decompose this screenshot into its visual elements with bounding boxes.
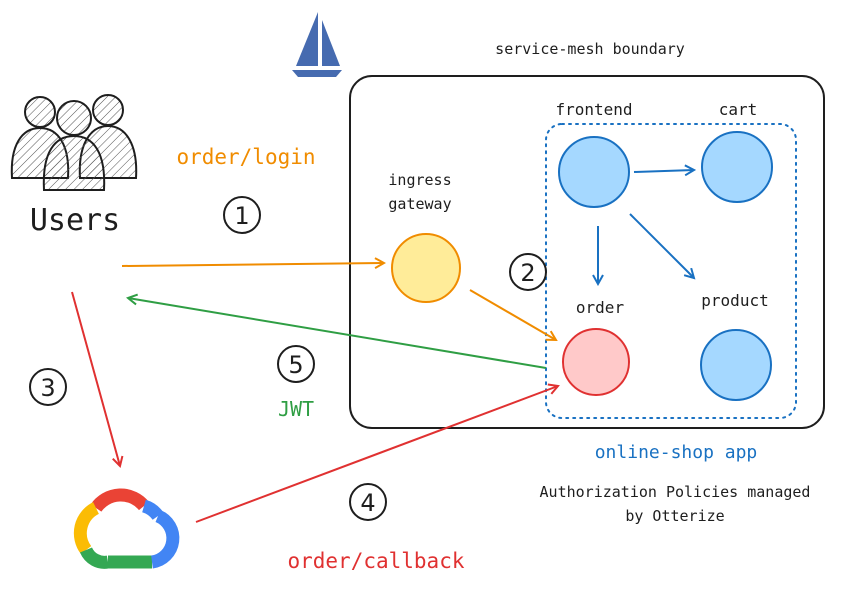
order-node — [562, 328, 630, 396]
users-group-icon — [10, 94, 138, 191]
ingress-gateway-node — [391, 233, 461, 303]
cart-node — [701, 131, 773, 203]
step3-number: 3 — [40, 374, 55, 402]
policy-note-line1: Authorization Policies managed — [540, 483, 811, 501]
arrow-gateway-to-order — [469, 289, 556, 340]
frontend-node — [558, 136, 630, 208]
step1-badge: 1 — [223, 196, 261, 234]
gateway-label-line2: gateway — [388, 195, 451, 213]
product-label: product — [701, 291, 768, 310]
arrow-order-jwt-to-users — [128, 298, 547, 369]
step4-number: 4 — [360, 489, 375, 517]
step5-label: JWT — [278, 397, 314, 421]
order-label: order — [576, 298, 625, 317]
arrow-users-to-gateway — [121, 263, 384, 266]
step1-label: order/login — [176, 145, 315, 169]
arrow-users-to-cloud — [71, 291, 120, 466]
step2-badge: 2 — [509, 253, 547, 291]
google-cloud-icon — [73, 488, 180, 569]
cart-label: cart — [719, 100, 758, 119]
users-label: Users — [30, 203, 120, 238]
step4-label: order/callback — [287, 549, 464, 573]
product-node — [700, 329, 772, 401]
istio-sail-icon — [292, 12, 342, 77]
frontend-label: frontend — [555, 100, 632, 119]
arrow-cloud-to-order — [195, 386, 558, 523]
service-mesh-boundary — [349, 75, 825, 429]
step4-badge: 4 — [349, 483, 387, 521]
step2-number: 2 — [520, 259, 535, 287]
step3-badge: 3 — [29, 368, 67, 406]
arrow-frontend-to-cart — [633, 170, 694, 172]
step5-number: 5 — [288, 351, 303, 379]
policy-note-line2: by Otterize — [625, 507, 724, 525]
app-label: online-shop app — [595, 442, 758, 463]
step5-badge: 5 — [277, 345, 315, 383]
boundary-label: service-mesh boundary — [495, 40, 685, 58]
gateway-label-line1: ingress — [388, 171, 451, 189]
arrow-frontend-to-product — [629, 213, 694, 278]
step1-number: 1 — [234, 202, 249, 230]
